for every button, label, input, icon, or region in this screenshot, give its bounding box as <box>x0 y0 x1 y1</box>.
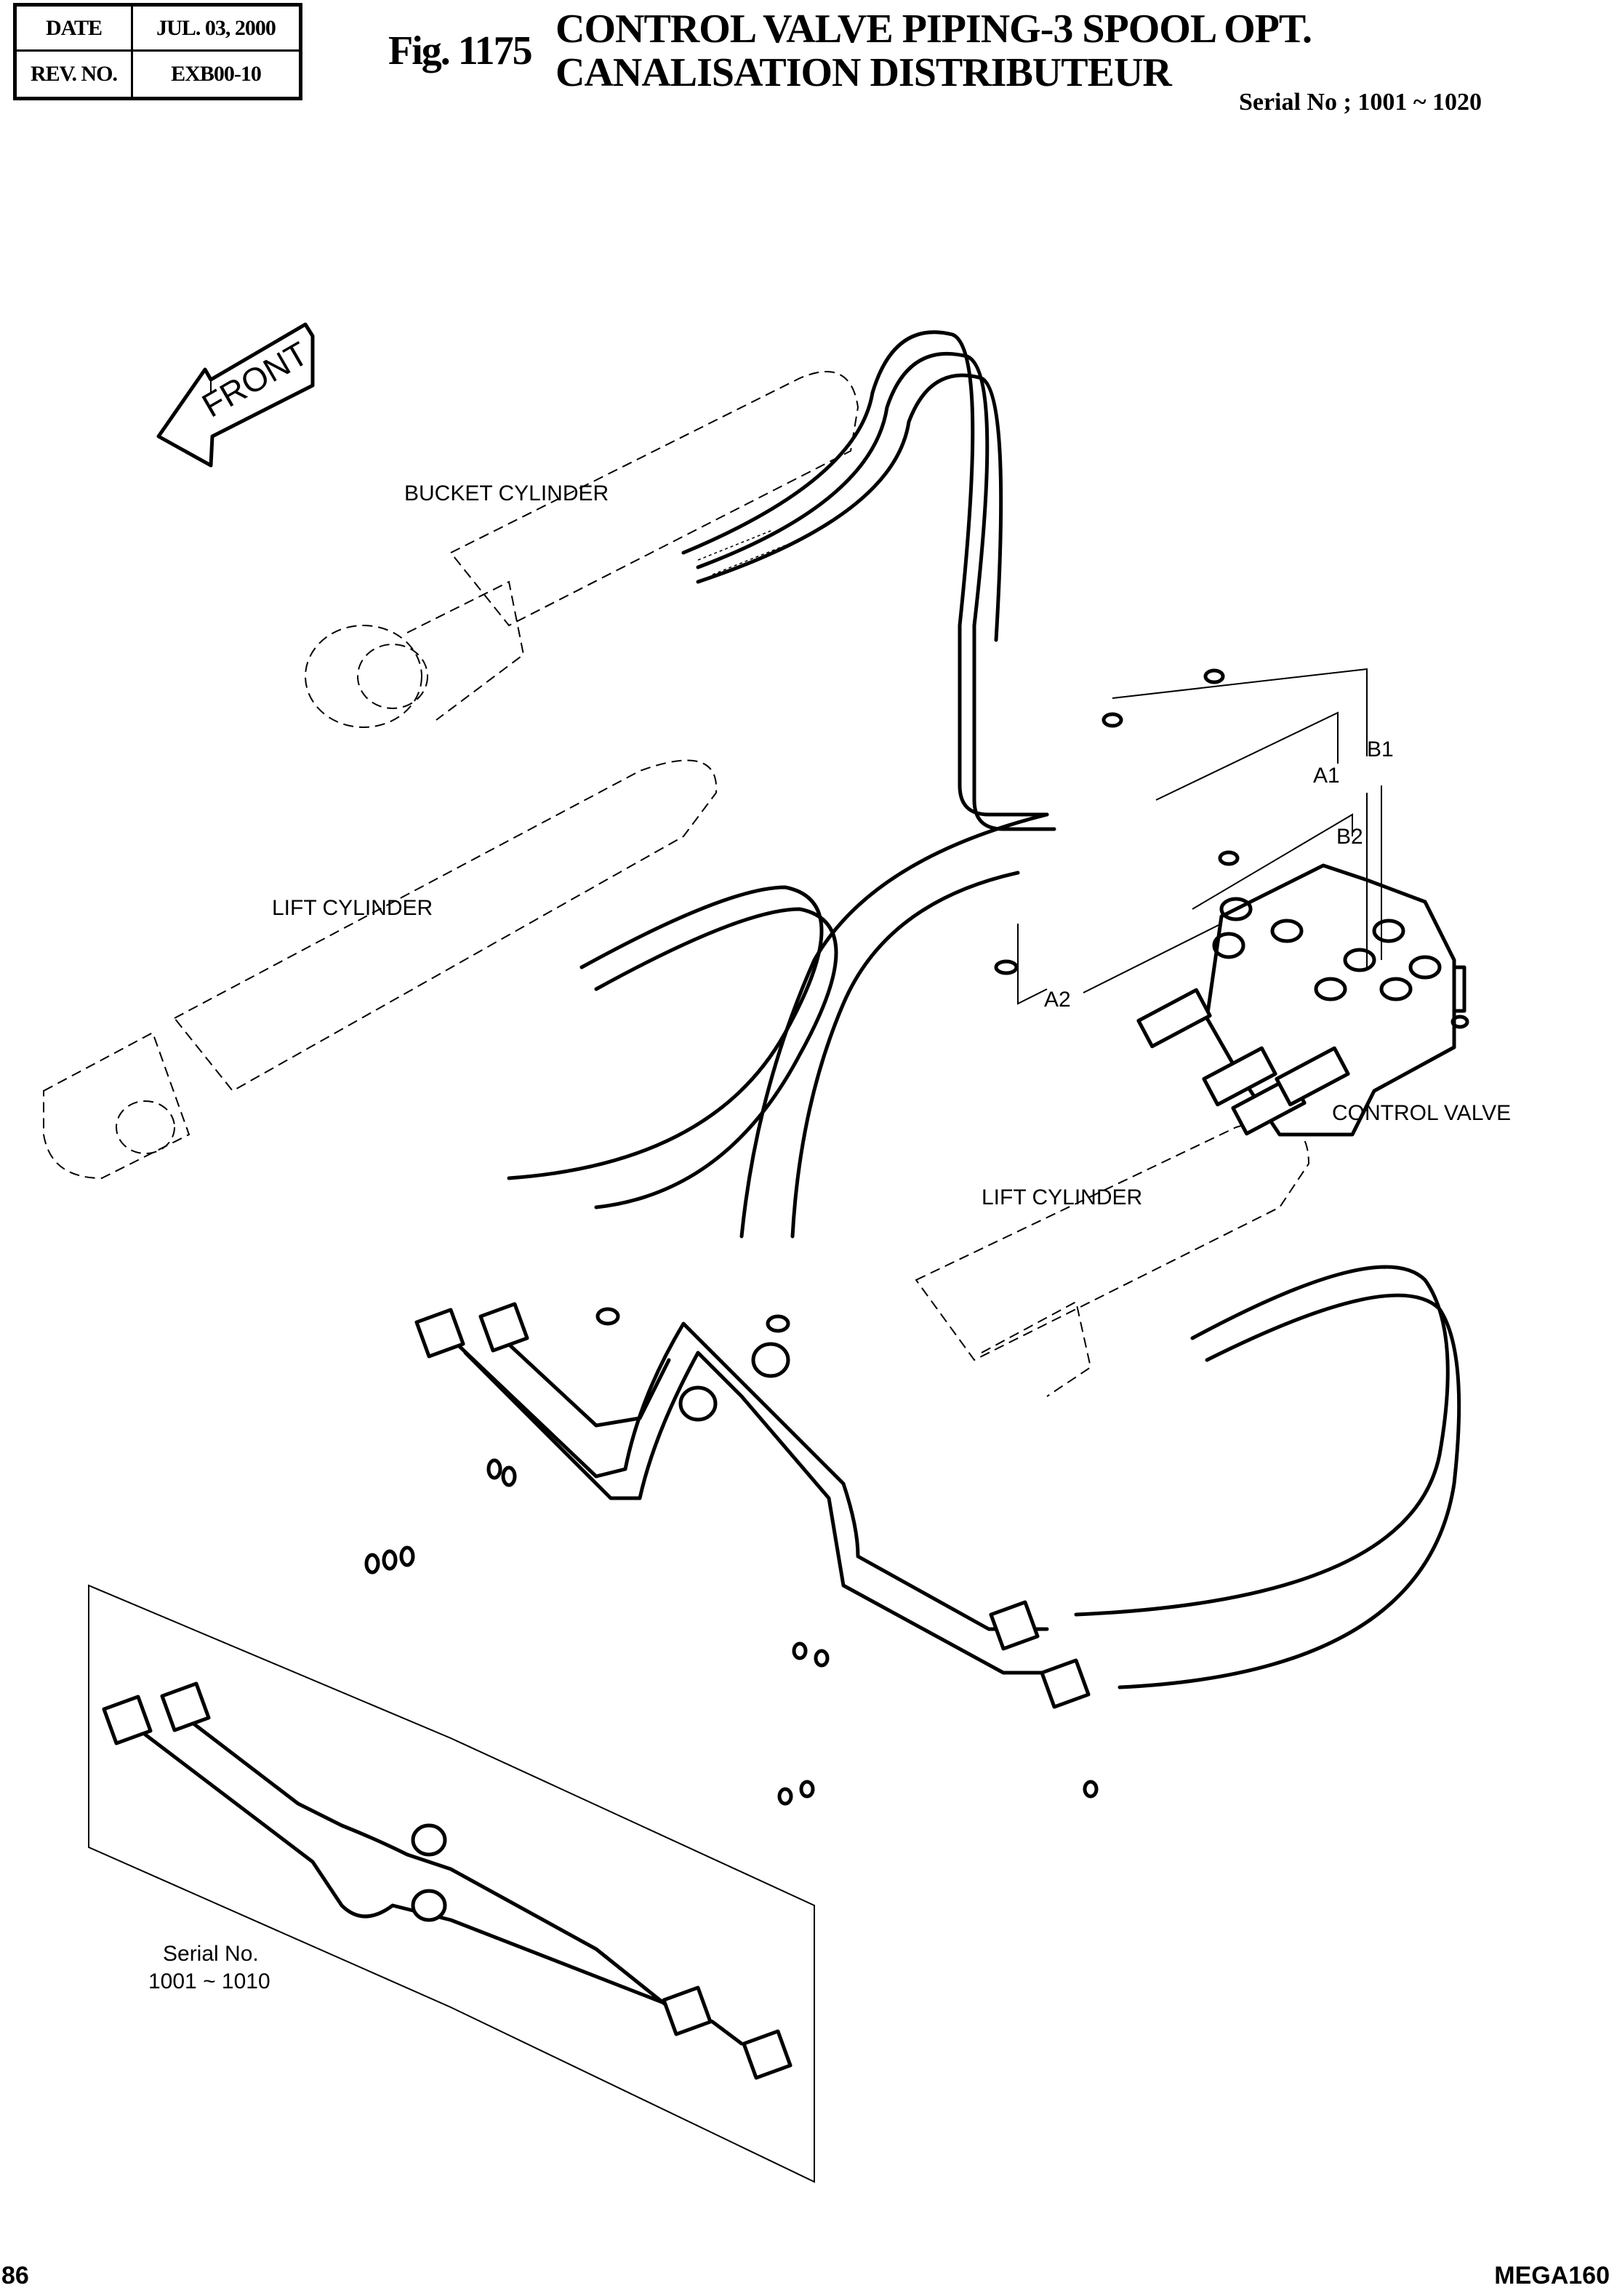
label-port-a2: A2 <box>1044 988 1071 1012</box>
label-port-b2: B2 <box>1336 825 1363 849</box>
model-name: MEGA160 <box>1494 2262 1610 2289</box>
rev-label: REV. NO. <box>17 52 133 97</box>
page-title: CONTROL VALVE PIPING-3 SPOOL OPT. <box>555 7 1312 52</box>
label-lift-cylinder-right: LIFT CYLINDER <box>982 1185 1143 1209</box>
rev-value: EXB00-10 <box>171 62 262 86</box>
serial-range: Serial No ; 1001 ~ 1020 <box>1238 89 1482 116</box>
label-port-b1: B1 <box>1367 737 1394 761</box>
port-leaders <box>1017 668 1382 1005</box>
revision-table: DATE JUL. 03, 2000 REV. NO. EXB00-10 <box>13 3 302 100</box>
lift-hoses-left <box>507 812 1049 1239</box>
inset-variant-box <box>88 1584 815 2183</box>
bucket-cylinder-outline <box>305 371 859 728</box>
date-value: JUL. 03, 2000 <box>133 7 299 52</box>
rigid-pipes <box>414 1302 1091 1709</box>
figure-number: Fig. 1175 <box>388 28 533 73</box>
control-valve-body <box>1136 863 1469 1137</box>
lift-cylinder-left-outline <box>43 759 718 1180</box>
date-label: DATE <box>17 7 133 52</box>
page-subtitle: CANALISATION DISTRIBUTEUR <box>555 50 1172 95</box>
label-inset-serial-1: Serial No. <box>163 1942 259 1966</box>
label-lift-cylinder-left: LIFT CYLINDER <box>272 896 433 920</box>
label-inset-serial-2: 1001 ~ 1010 <box>148 1969 270 1993</box>
page-number: 86 <box>1 2262 29 2289</box>
bucket-hoses <box>681 330 1056 831</box>
front-arrow-icon: FRONT <box>156 322 315 468</box>
lift-hoses-right <box>1074 1265 1461 1689</box>
label-bucket-cylinder: BUCKET CYLINDER <box>404 481 609 505</box>
hardware-fasteners <box>364 668 1240 1806</box>
label-port-a1: A1 <box>1313 764 1340 788</box>
lift-cylinder-right-outline <box>915 1120 1310 1397</box>
label-control-valve: CONTROL VALVE <box>1332 1101 1512 1125</box>
